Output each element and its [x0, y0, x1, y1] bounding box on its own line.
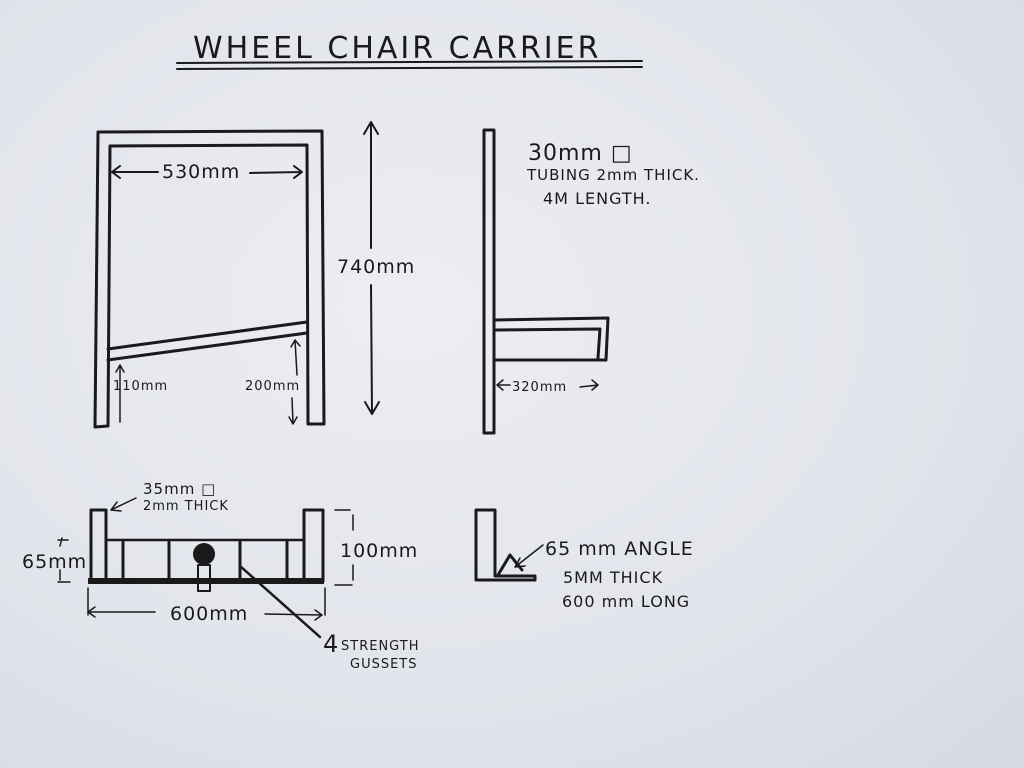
tubing-length-label: 4M LENGTH.: [543, 189, 652, 208]
front-height-arrow: [363, 121, 380, 415]
angle-pointer-arrow: [514, 544, 544, 568]
gusset-count-label: 4: [323, 630, 339, 658]
post-pointer-arrow: [110, 497, 137, 512]
side-arm-arrow: [496, 379, 599, 391]
side-arm: [492, 316, 610, 362]
front-width-arrow: [111, 165, 303, 179]
tow-ball-icon: [193, 543, 215, 565]
top-view: 35mm □ 2mm THICK 65mm 100mm 600mm 4 STRE…: [22, 480, 420, 672]
rail-height-ticks: [57, 537, 71, 583]
tubing-size-label: 30mm □: [528, 141, 633, 166]
gusset-label-1: STRENGTH: [341, 639, 420, 654]
angle-thickness-label: 5MM THICK: [563, 568, 663, 587]
left-bar-height-label: 110mm: [113, 379, 168, 394]
post-size-label: 35mm □: [143, 480, 216, 498]
front-frame: [93, 129, 326, 429]
tubing-thickness-label: TUBING 2mm THICK.: [526, 166, 700, 184]
angle-length-label: 600 mm LONG: [562, 592, 690, 611]
angle-section: [474, 508, 537, 582]
post-height-label: 100mm: [340, 540, 418, 562]
base-bar: [88, 578, 324, 584]
title-group: WHEEL CHAIR CARRIER: [176, 31, 643, 70]
gussets: [121, 540, 289, 580]
side-view: 320mm 30mm □ TUBING 2mm THICK. 4M LENGTH…: [482, 128, 700, 435]
title-underline-2: [176, 66, 643, 70]
post-height-ticks: [334, 509, 354, 586]
title-underline-1: [176, 60, 643, 64]
tow-ball-shank: [197, 564, 211, 592]
top-width-arrow: [87, 587, 326, 621]
front-view: 530mm 740mm 110mm 200mm: [93, 121, 415, 429]
side-arm-length-label: 320mm: [512, 380, 567, 395]
gusset-pointer: [238, 564, 322, 639]
angle-detail: 65 mm ANGLE 5MM THICK 600 mm LONG: [474, 508, 694, 611]
rail-height-label: 65mm: [22, 551, 87, 573]
left-bar-height-arrow: [115, 364, 125, 423]
angle-size-label: 65 mm ANGLE: [545, 538, 694, 560]
drawing-title: WHEEL CHAIR CARRIER: [193, 31, 601, 66]
left-post: [89, 508, 108, 583]
front-crossbar: [106, 320, 309, 362]
right-post: [302, 508, 325, 583]
top-width-label: 600mm: [170, 603, 248, 625]
front-width-label: 530mm: [162, 161, 240, 183]
front-height-label: 740mm: [337, 256, 415, 278]
side-upright: [482, 128, 496, 435]
right-bar-height-label: 200mm: [245, 379, 300, 394]
gusset-label-2: GUSSETS: [350, 657, 418, 672]
right-bar-height-arrow: [288, 339, 301, 425]
post-thickness-label: 2mm THICK: [143, 499, 229, 514]
